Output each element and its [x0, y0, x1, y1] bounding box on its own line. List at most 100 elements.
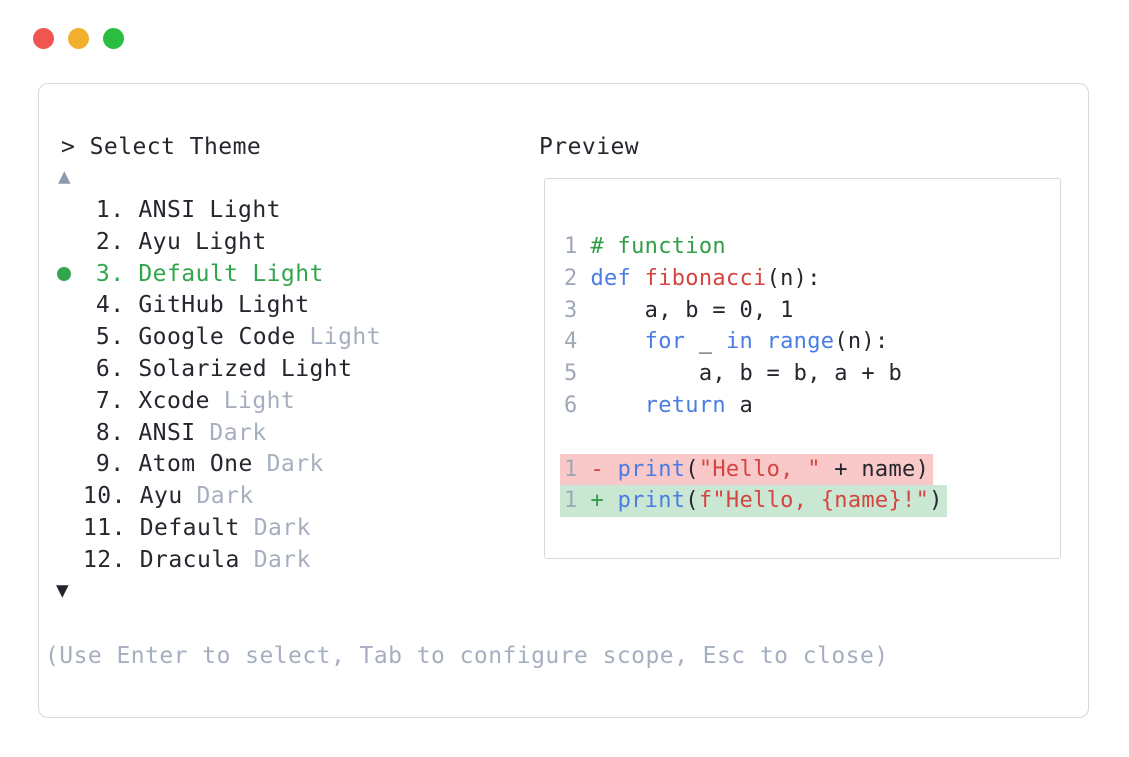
line-number: 1 — [564, 456, 578, 482]
code-token — [590, 329, 644, 354]
theme-option[interactable]: 2. Ayu Light — [57, 227, 381, 259]
theme-option-number: 1. — [95, 197, 125, 223]
code-token: ( — [685, 488, 699, 514]
code-token: - — [590, 456, 618, 482]
selection-dot-column — [57, 259, 83, 291]
theme-option-name: ANSI — [138, 419, 196, 446]
code-token: (n): — [834, 329, 889, 355]
code-token: # function — [590, 234, 726, 259]
code-token — [631, 266, 645, 291]
code-token: _ — [685, 329, 726, 355]
selection-dot-column — [57, 545, 83, 577]
selection-dot-column — [57, 227, 83, 259]
zoom-button[interactable] — [103, 28, 124, 49]
code-token: + name) — [820, 456, 930, 482]
line-number: 6 — [564, 392, 578, 418]
theme-option-variant: Dark — [209, 419, 267, 446]
diff-removed-line: 1- print("Hello, " + name) — [560, 453, 1060, 486]
theme-option-number: 9. — [95, 451, 125, 478]
selection-dot-column — [57, 290, 83, 322]
scroll-up-indicator-icon[interactable]: ▲ — [58, 164, 71, 188]
line-number: 1 — [564, 488, 578, 514]
code-token: ) — [929, 488, 943, 514]
theme-option-name: Default — [138, 260, 239, 287]
theme-option-number: 3. — [95, 260, 125, 287]
code-token: def — [590, 265, 632, 291]
selection-dot-column — [57, 481, 83, 513]
minimize-button[interactable] — [68, 28, 89, 49]
code-token: print — [617, 456, 686, 482]
theme-option-name: Xcode — [138, 387, 210, 414]
selection-dot-column — [57, 322, 83, 354]
code-token: (n): — [766, 265, 821, 291]
code-line: 3 a, b = 0, 1 — [564, 295, 1060, 327]
scroll-down-indicator-icon[interactable]: ▼ — [56, 578, 69, 602]
diff-highlight: 1+ print(f"Hello, {name}!") — [560, 485, 947, 518]
theme-option-name: Dracula — [139, 546, 240, 573]
theme-option-variant: Light — [280, 355, 353, 382]
selected-indicator-dot-icon — [57, 267, 71, 282]
selection-dot-column — [57, 195, 83, 227]
theme-option-number: 12. — [83, 546, 126, 573]
code-token: return — [644, 392, 726, 418]
selection-dot-column — [57, 386, 83, 418]
theme-option-variant: Dark — [196, 483, 254, 510]
theme-option-variant: Light — [238, 292, 310, 319]
theme-option-name: Atom One — [138, 451, 253, 478]
code-token: a — [725, 392, 754, 418]
theme-option-variant: Light — [223, 387, 296, 414]
code-token: f"Hello, {name}!" — [698, 488, 930, 514]
theme-option[interactable]: 9. Atom One Dark — [57, 449, 381, 481]
theme-option-name: Google Code — [138, 324, 296, 351]
selection-dot-column — [57, 513, 83, 545]
code-token: fibonacci — [644, 265, 767, 291]
line-number: 3 — [564, 297, 578, 323]
code-line: 2 def fibonacci(n): — [564, 263, 1060, 295]
theme-option-variant: Light — [195, 228, 267, 255]
code-line: 5 a, b = b, a + b — [564, 358, 1060, 390]
theme-option-number: 6. — [95, 355, 125, 382]
selection-dot-column — [57, 354, 83, 386]
code-line: 1# function — [564, 231, 1060, 263]
diff-added-line: 1+ print(f"Hello, {name}!") — [560, 485, 1060, 518]
theme-option[interactable]: 12. Dracula Dark — [57, 545, 381, 577]
theme-option-variant: Light — [309, 324, 381, 351]
line-number: 5 — [564, 361, 578, 387]
theme-option-variant: Dark — [253, 546, 311, 573]
code-token: + — [590, 488, 618, 514]
preview-label: Preview — [539, 134, 640, 160]
theme-option-number: 2. — [95, 228, 125, 255]
code-token: a, b = b, a + b — [590, 361, 903, 387]
theme-option-variant: Dark — [253, 514, 311, 541]
code-token — [753, 329, 767, 354]
close-button[interactable] — [33, 28, 54, 49]
theme-picker-prompt: > Select Theme — [61, 134, 262, 160]
theme-option-number: 8. — [95, 419, 125, 446]
theme-option-variant: Dark — [266, 451, 324, 478]
code-token: ( — [685, 456, 699, 482]
code-token: for — [644, 329, 686, 355]
selection-dot-column — [57, 418, 83, 450]
code-line: 4 for _ in range(n): — [564, 326, 1060, 358]
line-number: 2 — [564, 265, 578, 291]
line-number: 4 — [564, 329, 578, 355]
theme-option-name: Default — [139, 514, 240, 541]
theme-option-name: GitHub — [138, 292, 225, 319]
theme-option[interactable]: 8. ANSI Dark — [57, 418, 381, 450]
code-line: 6 return a — [564, 390, 1060, 422]
code-token: "Hello, " — [698, 456, 821, 482]
theme-option-number: 10. — [83, 483, 126, 510]
theme-option-name: Ayu — [138, 228, 182, 255]
keyboard-hint: (Use Enter to select, Tab to configure s… — [45, 643, 889, 669]
